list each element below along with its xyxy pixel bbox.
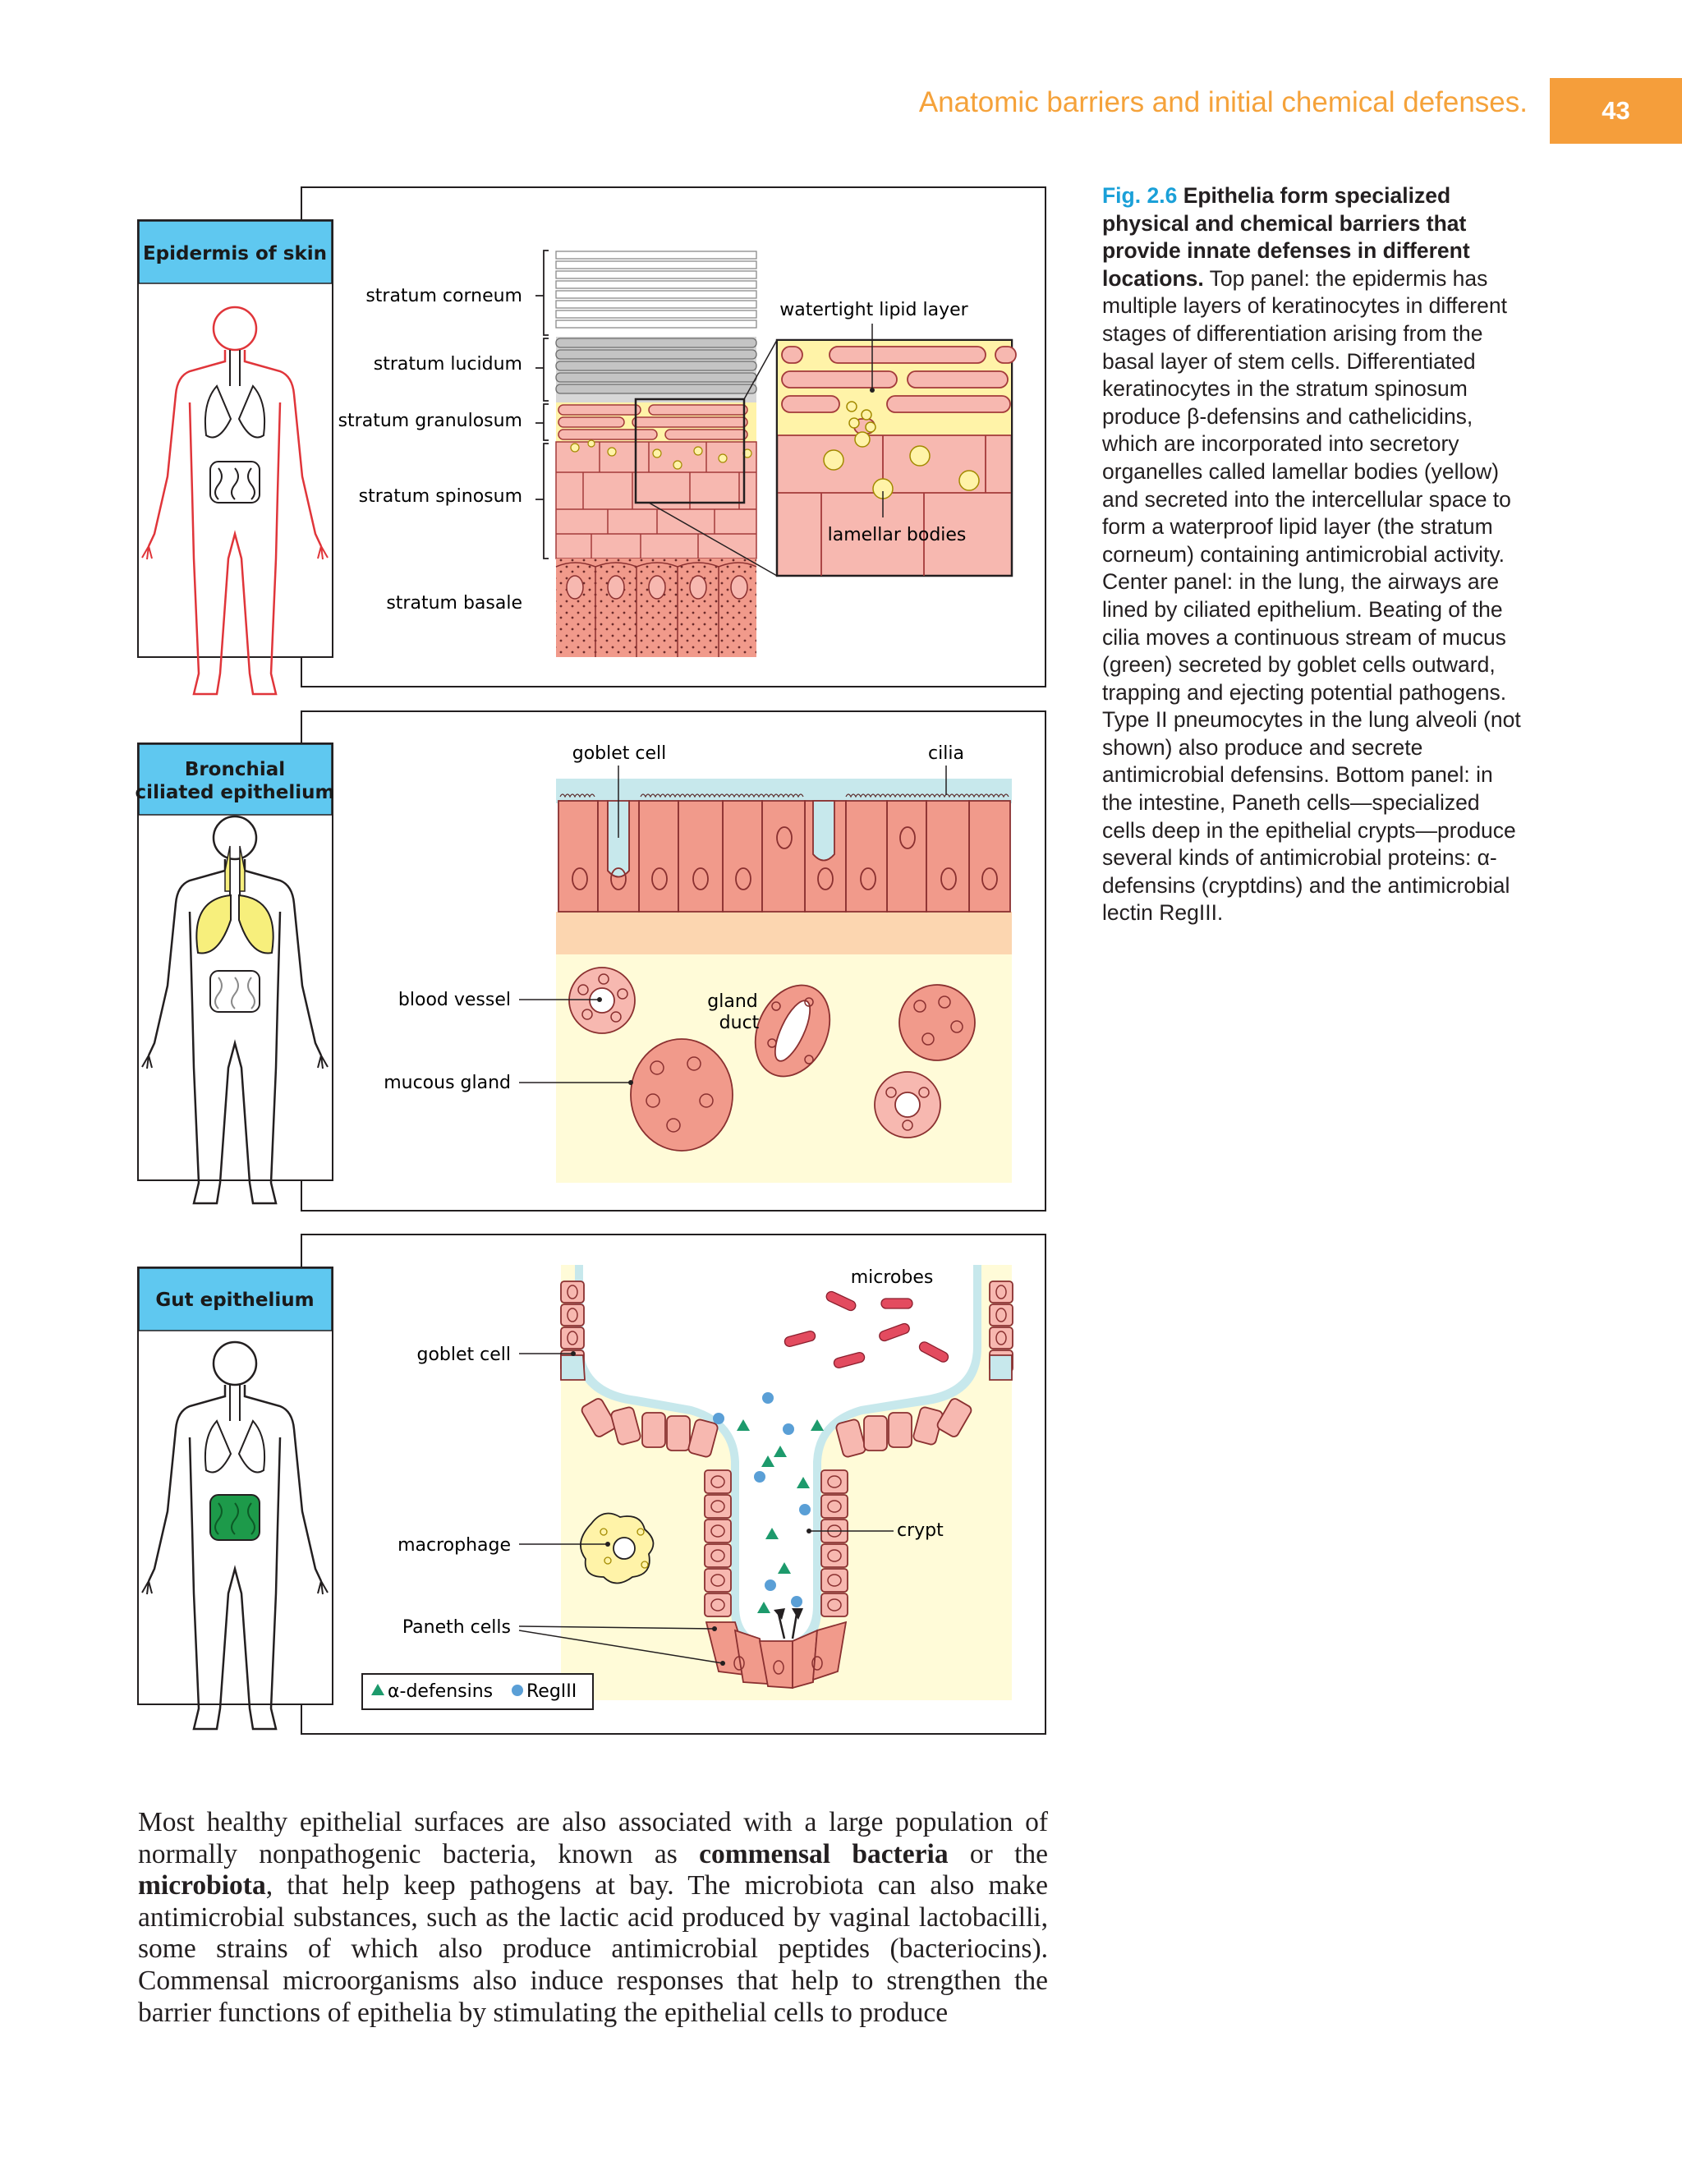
blood-vessel-label: blood vessel [398, 990, 511, 1010]
paneth-cells-label: Paneth cells [402, 1617, 511, 1638]
mucous-gland-label: mucous gland [384, 1073, 511, 1093]
body-paragraph: Most healthy epithelial surfaces are als… [138, 1807, 1048, 2029]
bronchial-tab-label-2: ciliated epithelium [136, 782, 335, 803]
lamellar-bodies-label: lamellar bodies [828, 525, 967, 545]
goblet-cell-label: goblet cell [572, 743, 667, 764]
gut-goblet-label: goblet cell [416, 1345, 511, 1365]
page-number: 43 [1602, 96, 1630, 125]
human-figure-lung [140, 815, 329, 1205]
stratum-lucidum-label: stratum lucidum [374, 354, 522, 375]
cilia-label: cilia [928, 743, 964, 764]
stratum-granulosum-label: stratum granulosum [338, 411, 522, 431]
legend-regiii: RegIII [526, 1681, 577, 1702]
lipid-layer-label: watertight lipid layer [779, 300, 968, 320]
body-text-2: or the [948, 1838, 1048, 1869]
gut-tab-label: Gut epithelium [155, 1290, 314, 1311]
body-text-1: Most healthy epithelial surfaces are als… [138, 1807, 1048, 1869]
macrophage-label: macrophage [398, 1535, 511, 1556]
term-commensal-bacteria: commensal bacteria [699, 1838, 949, 1869]
skin-tab-label: Epidermis of skin [143, 243, 327, 264]
page-number-tab: 43 [1550, 78, 1682, 144]
gland-duct-label-1: gland [707, 991, 757, 1012]
running-head: Anatomic barriers and initial chemical d… [918, 86, 1528, 118]
stratum-spinosum-label: stratum spinosum [359, 486, 522, 507]
skin-tab [138, 220, 333, 284]
bronchial-tab [138, 743, 333, 816]
stratum-corneum-label: stratum corneum [365, 286, 522, 306]
crypt-label: crypt [897, 1520, 944, 1541]
term-microbiota: microbiota [138, 1870, 266, 1901]
stratum-basale-label: stratum basale [386, 593, 522, 614]
figure-label: Fig. 2.6 [1102, 183, 1178, 208]
legend-alpha-defensins: α-defensins [388, 1681, 493, 1702]
microbes-label: microbes [851, 1267, 934, 1288]
gut-legend: α-defensins RegIII [361, 1673, 594, 1710]
gland-duct-label-2: duct [719, 1013, 760, 1033]
figure-caption: Fig. 2.6 Epithelia form specialized phys… [1102, 182, 1521, 927]
caption-text: Top panel: the epidermis has multiple la… [1102, 265, 1521, 926]
panel-gut: Gut epithelium [137, 1234, 1046, 1735]
panel-bronchial: Bronchial ciliated epithelium [136, 710, 1046, 1212]
bronchial-tab-label-1: Bronchial [185, 759, 285, 780]
body-text-3: , that help keep pathogens at bay. The m… [138, 1870, 1048, 2028]
panel-skin: Epidermis of skin stratum corneum stratu… [137, 186, 1046, 696]
human-figure-gut [140, 1340, 329, 1731]
gut-tab [138, 1267, 333, 1331]
figure-title: Epithelia form specialized physical and … [1102, 183, 1470, 291]
